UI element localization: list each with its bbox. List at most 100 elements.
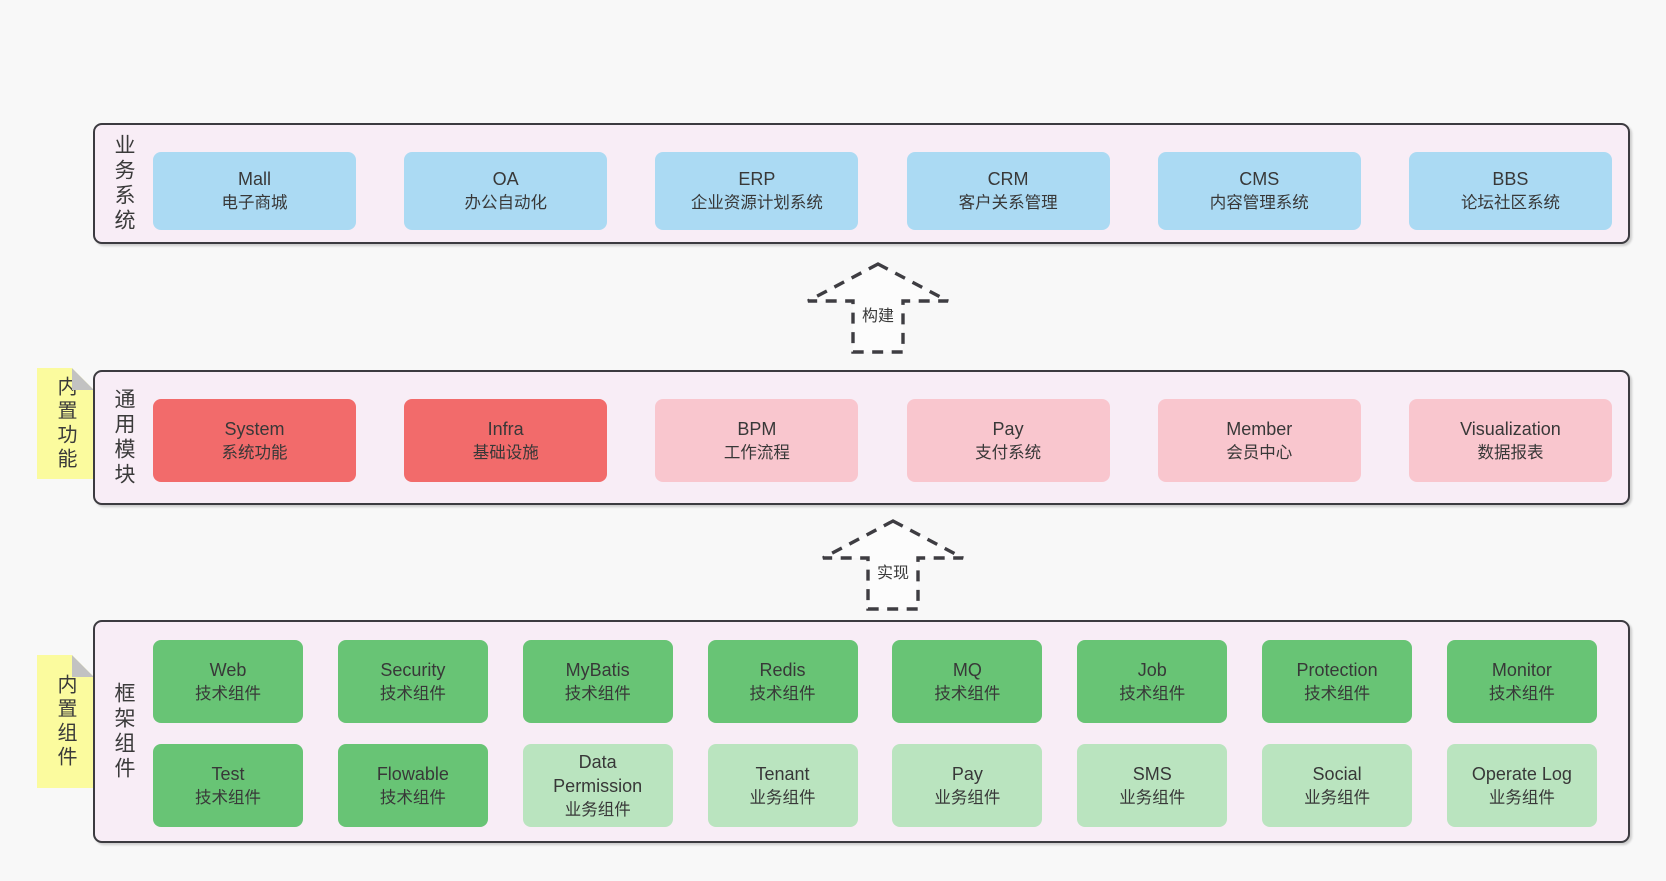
module-desc: 技术组件 <box>195 684 261 703</box>
module-desc: 企业资源计划系统 <box>690 194 823 212</box>
module-desc: 业务组件 <box>564 800 631 819</box>
module-desc: 技术组件 <box>379 788 446 807</box>
module-name: System <box>224 418 285 439</box>
module-desc: 业务组件 <box>749 788 816 807</box>
module-name: Test <box>211 763 245 784</box>
business-systems-row: Mall 电子商城 OA 办公自动化 ERP 企业资源计划系统 CRM 客户关系… <box>153 152 1612 230</box>
module-box: Visualization 数据报表 <box>1408 399 1612 482</box>
module-box: Mall 电子商城 <box>153 152 356 230</box>
module-name: Job <box>1137 659 1167 680</box>
module-desc: 技术组件 <box>749 684 816 703</box>
module-desc: 技术组件 <box>1119 684 1186 703</box>
module-box: ERP 企业资源计划系统 <box>655 152 859 230</box>
module-box: Operate Log 业务组件 <box>1446 744 1597 827</box>
module-name: Pay <box>951 763 983 784</box>
module-desc: 技术组件 <box>934 684 1001 703</box>
layer-framework-components: 框架组件 Web 技术组件 Security 技术组件 MyBatis 技术组件… <box>93 620 1630 843</box>
layer-title: 业务系统 <box>112 133 135 234</box>
module-box: Test 技术组件 <box>153 744 303 827</box>
sticky-note-builtin-features: 内置功能 <box>37 368 94 479</box>
module-desc: 办公自动化 <box>464 194 547 212</box>
module-box: Redis 技术组件 <box>707 640 858 723</box>
module-name: Operate Log <box>1471 763 1572 784</box>
module-name: BBS <box>1492 169 1529 189</box>
module-name: Member <box>1226 418 1293 439</box>
module-name: ERP <box>738 169 776 189</box>
module-box: Security 技术组件 <box>337 640 488 723</box>
arrow-implement-label: 实现 <box>874 559 912 583</box>
module-desc: 工作流程 <box>723 443 790 462</box>
module-box: Infra 基础设施 <box>404 399 608 482</box>
module-box: Tenant 业务组件 <box>707 744 858 827</box>
module-box: CMS 内容管理系统 <box>1157 152 1361 230</box>
sticky-note-label: 内置组件 <box>54 673 76 770</box>
module-box: Pay 业务组件 <box>892 744 1043 827</box>
module-name: MyBatis <box>565 659 630 680</box>
module-box: Member 会员中心 <box>1157 399 1361 482</box>
module-desc: 系统功能 <box>221 443 288 462</box>
module-desc: 电子商城 <box>221 194 288 212</box>
module-desc: 技术组件 <box>379 684 446 703</box>
layer-common-modules: 通用模块 System 系统功能 Infra 基础设施 BPM 工作流程 Pay… <box>93 370 1630 505</box>
module-box: System 系统功能 <box>153 399 356 482</box>
module-desc: 技术组件 <box>195 788 261 807</box>
layer-title: 框架组件 <box>112 681 135 782</box>
module-box: BBS 论坛社区系统 <box>1408 152 1612 230</box>
module-name: Tenant <box>755 763 810 784</box>
framework-components-row-2: Test 技术组件 Flowable 技术组件 Data Permission … <box>153 744 1597 827</box>
arrow-build-label: 构建 <box>859 302 897 326</box>
module-name: Flowable <box>376 763 449 784</box>
module-box: BPM 工作流程 <box>655 399 859 482</box>
module-desc: 技术组件 <box>564 684 631 703</box>
module-name: Security <box>380 659 446 680</box>
module-name: SMS <box>1132 763 1172 784</box>
module-box: OA 办公自动化 <box>404 152 608 230</box>
module-name: Mall <box>237 169 271 189</box>
framework-components-row-1: Web 技术组件 Security 技术组件 MyBatis 技术组件 Redi… <box>153 640 1597 723</box>
module-name: MQ <box>952 659 982 680</box>
layer-title: 通用模块 <box>112 387 135 488</box>
module-name: Monitor <box>1491 659 1552 680</box>
module-box: Protection 技术组件 <box>1262 640 1413 723</box>
module-desc: 论坛社区系统 <box>1460 194 1560 212</box>
module-box: Job 技术组件 <box>1077 640 1228 723</box>
module-desc: 技术组件 <box>1304 684 1371 703</box>
module-desc: 技术组件 <box>1488 684 1555 703</box>
module-desc: 业务组件 <box>1488 788 1555 807</box>
module-name: Social <box>1312 763 1362 784</box>
module-box: SMS 业务组件 <box>1077 744 1228 827</box>
module-name: CMS <box>1239 169 1280 189</box>
module-desc: 内容管理系统 <box>1209 194 1309 212</box>
module-name: Web <box>209 659 247 680</box>
module-desc: 基础设施 <box>472 443 539 462</box>
module-desc: 业务组件 <box>1304 788 1371 807</box>
module-box: MQ 技术组件 <box>892 640 1043 723</box>
module-desc: 支付系统 <box>975 443 1042 462</box>
module-name: Visualization <box>1460 418 1561 439</box>
module-desc: 会员中心 <box>1226 443 1293 462</box>
layer-business-systems: 业务系统 Mall 电子商城 OA 办公自动化 ERP 企业资源计划系统 CRM… <box>93 123 1630 244</box>
module-box: MyBatis 技术组件 <box>522 640 673 723</box>
module-box: Pay 支付系统 <box>906 399 1110 482</box>
module-box: CRM 客户关系管理 <box>906 152 1110 230</box>
module-desc: 业务组件 <box>934 788 1001 807</box>
module-desc: 客户关系管理 <box>958 194 1058 212</box>
module-name: OA <box>492 169 519 189</box>
arrow-build: 构建 <box>798 261 958 355</box>
module-name: BPM <box>737 418 777 439</box>
module-box: Monitor 技术组件 <box>1446 640 1597 723</box>
module-name: Data Permission <box>553 751 643 796</box>
module-name: CRM <box>987 169 1029 189</box>
module-box: Social 业务组件 <box>1262 744 1413 827</box>
module-name: Infra <box>487 418 524 439</box>
module-name: Redis <box>759 659 806 680</box>
module-box: Flowable 技术组件 <box>337 744 488 827</box>
module-box: Data Permission 业务组件 <box>522 744 673 827</box>
sticky-note-label: 内置功能 <box>54 375 76 472</box>
module-name: Protection <box>1296 659 1378 680</box>
module-name: Pay <box>992 418 1024 439</box>
module-desc: 数据报表 <box>1477 443 1544 462</box>
common-modules-row: System 系统功能 Infra 基础设施 BPM 工作流程 Pay 支付系统… <box>153 399 1612 482</box>
module-desc: 业务组件 <box>1119 788 1186 807</box>
